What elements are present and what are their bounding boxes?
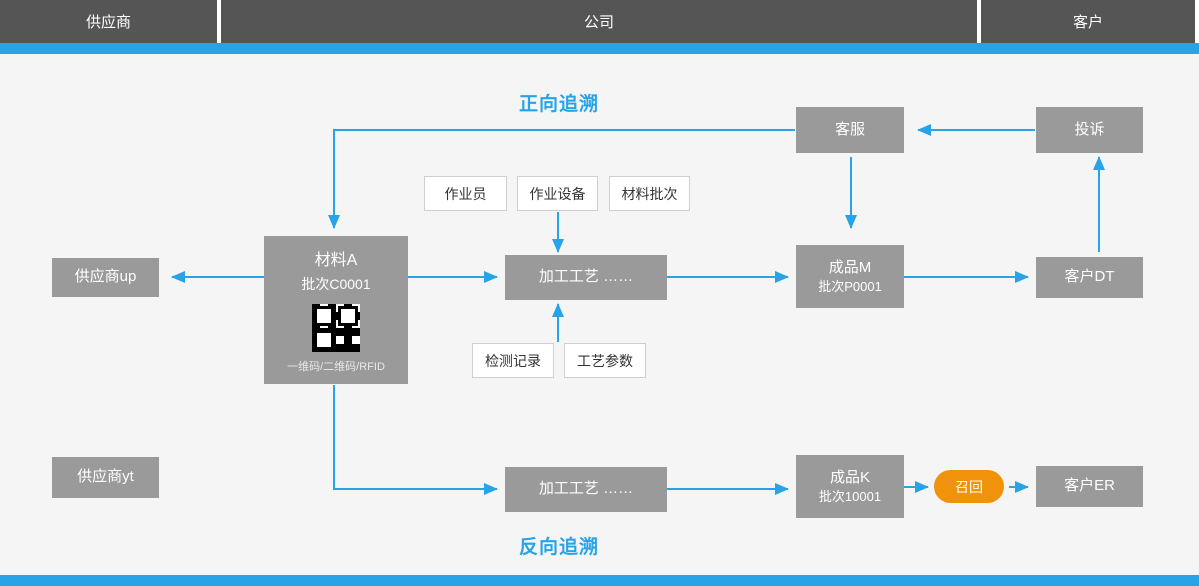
forward-trace-label: 正向追溯 <box>519 94 600 115</box>
header-bands: 供应商 公司 客户 <box>0 0 1199 52</box>
node-product-m-title: 成品M <box>828 258 872 276</box>
header-column-customer-label: 客户 <box>1072 14 1103 31</box>
attr-process-params-label: 工艺参数 <box>577 352 633 369</box>
reverse-trace-label: 反向追溯 <box>519 537 600 558</box>
node-material-a-code-caption: 一维码/二维码/RFID <box>287 361 385 373</box>
node-customer-dt-label: 客户DT <box>1064 268 1115 286</box>
attr-operator[interactable]: 作业员 <box>424 176 507 211</box>
node-material-a[interactable]: 材料A 批次C0001 一维码/二维码/RFID <box>264 236 408 384</box>
node-customer-er[interactable]: 客户ER <box>1036 466 1143 507</box>
node-customer-service-label: 客服 <box>834 120 865 138</box>
attr-equipment[interactable]: 作业设备 <box>517 176 598 211</box>
node-product-k-batch: 批次10001 <box>818 488 882 504</box>
node-supplier-up[interactable]: 供应商up <box>52 258 159 297</box>
node-material-a-batch: 批次C0001 <box>301 276 371 292</box>
node-customer-service[interactable]: 客服 <box>796 107 904 153</box>
node-product-k-title: 成品K <box>829 468 870 486</box>
node-process-top[interactable]: 加工工艺 …… <box>505 255 667 300</box>
attr-material-batch[interactable]: 材料批次 <box>609 176 690 211</box>
node-product-k[interactable]: 成品K 批次10001 <box>796 455 904 518</box>
node-complaint[interactable]: 投诉 <box>1036 107 1143 153</box>
accent-bar-top <box>0 43 1199 54</box>
node-complaint-label: 投诉 <box>1074 120 1105 138</box>
header-column-supplier-label: 供应商 <box>85 14 131 31</box>
node-recall[interactable]: 召回 <box>934 470 1004 503</box>
node-process-bottom-label: 加工工艺 …… <box>538 480 634 498</box>
header-column-company: 公司 <box>221 0 977 52</box>
node-product-m-batch: 批次P0001 <box>818 278 882 294</box>
node-customer-dt[interactable]: 客户DT <box>1036 257 1143 298</box>
node-customer-er-label: 客户ER <box>1064 477 1115 495</box>
attr-operator-label: 作业员 <box>444 185 487 202</box>
header-divider <box>977 0 981 43</box>
qr-code-icon <box>312 304 360 352</box>
node-supplier-up-label: 供应商up <box>74 268 137 286</box>
node-supplier-yt-label: 供应商yt <box>77 468 134 486</box>
attr-inspection-record[interactable]: 检测记录 <box>472 343 554 378</box>
attr-inspection-record-label: 检测记录 <box>485 352 541 369</box>
node-supplier-yt[interactable]: 供应商yt <box>52 457 159 498</box>
header-column-customer: 客户 <box>981 0 1195 52</box>
node-process-top-label: 加工工艺 …… <box>538 268 634 286</box>
node-material-a-title: 材料A <box>314 252 358 269</box>
header-divider <box>217 0 221 43</box>
node-process-bottom[interactable]: 加工工艺 …… <box>505 467 667 512</box>
header-column-supplier: 供应商 <box>0 0 217 52</box>
node-product-m[interactable]: 成品M 批次P0001 <box>796 245 904 308</box>
attr-material-batch-label: 材料批次 <box>621 185 678 202</box>
attr-process-params[interactable]: 工艺参数 <box>564 343 646 378</box>
header-column-company-label: 公司 <box>583 14 614 31</box>
accent-bar-bottom <box>0 575 1199 586</box>
node-recall-label: 召回 <box>955 478 983 495</box>
attr-equipment-label: 作业设备 <box>529 185 586 202</box>
